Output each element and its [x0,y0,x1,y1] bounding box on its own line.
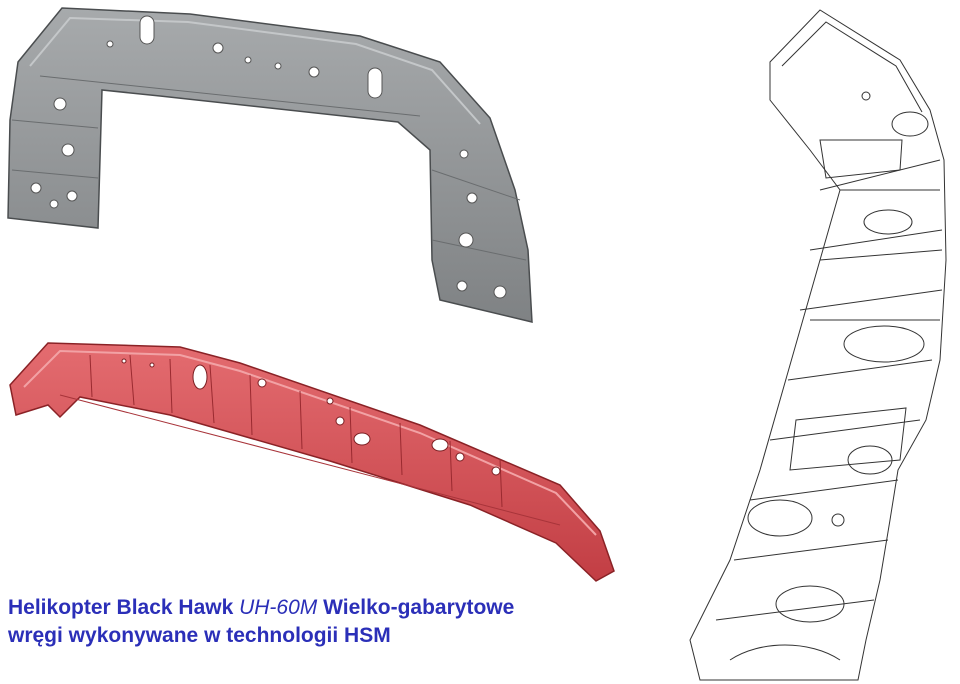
caption-model: UH-60M [239,596,318,619]
caption-line-1: Helikopter Black Hawk UH-60M Wielko-gaba… [8,594,628,622]
gray-frame-illustration [7,7,533,323]
caption-title: Helikopter Black Hawk [8,596,240,619]
red-frame-illustration [9,342,615,582]
caption-subtitle: Wielko-gabarytowe [317,596,515,619]
wireframe-illustration [689,9,947,681]
caption-line-2: wręgi wykonywane w technologii HSM [8,624,391,647]
caption: Helikopter Black Hawk UH-60M Wielko-gaba… [8,594,628,650]
